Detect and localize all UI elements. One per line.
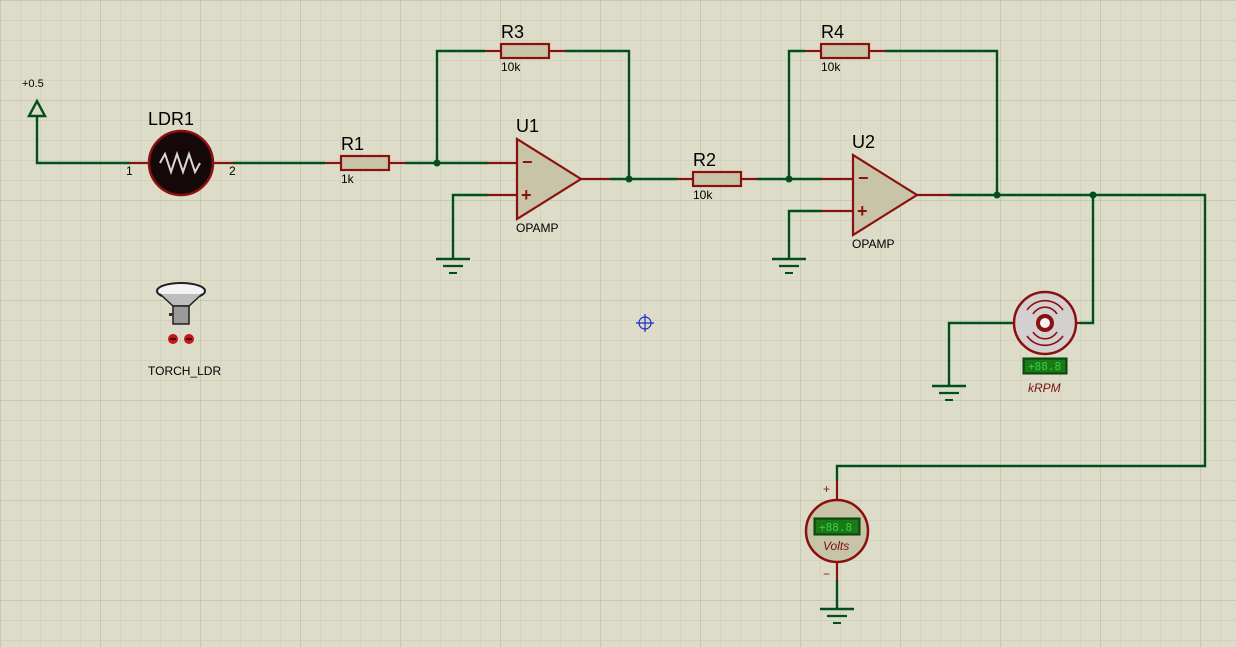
ldr-component[interactable]: LDR1 1 2 — [126, 109, 236, 197]
ground-u2[interactable] — [772, 257, 806, 274]
ground-voltmeter[interactable] — [820, 607, 854, 624]
resistor-r2[interactable]: R2 10k — [677, 150, 757, 202]
power-terminal[interactable]: +0.5 — [22, 78, 47, 118]
r4-value-label: 10k — [821, 60, 841, 74]
opamp-u1[interactable]: − + U1 OPAMP — [488, 116, 610, 235]
motor-display-value: +88.8 — [1028, 360, 1061, 373]
r4-body — [819, 42, 871, 60]
torch-label: TORCH_LDR — [148, 364, 221, 378]
resistor-r3[interactable]: R3 10k — [485, 22, 565, 74]
voltmeter-display-value: +88.8 — [819, 521, 852, 534]
wires — [35, 49, 1207, 608]
wire-r3-right[interactable] — [565, 49, 631, 179]
voltmeter-unit-label: Volts — [823, 539, 849, 553]
u1-ref-label: U1 — [516, 116, 539, 136]
junction-dot — [625, 175, 633, 183]
wire-out-motor[interactable] — [1080, 195, 1095, 325]
wire-r4-right[interactable] — [885, 49, 999, 195]
u2-ref-label: U2 — [852, 132, 875, 152]
motor-component[interactable]: +88.8 kRPM — [1012, 290, 1080, 395]
u2-minus-sign: − — [858, 168, 869, 188]
wire-r3-left[interactable] — [435, 49, 485, 163]
wire-motor-ground[interactable] — [947, 321, 1012, 385]
power-arrow-icon — [27, 98, 47, 118]
u2-type-label: OPAMP — [852, 237, 894, 251]
r3-body — [499, 42, 551, 60]
wire-u2-ground[interactable] — [787, 209, 822, 258]
ldr-pin1-label: 1 — [126, 164, 133, 178]
u2-plus-sign: + — [857, 201, 868, 221]
torch-component[interactable]: TORCH_LDR — [148, 282, 221, 378]
u1-plus-sign: + — [521, 185, 532, 205]
junction-dot — [993, 191, 1001, 199]
torch-handle-icon — [172, 305, 190, 325]
r1-body — [339, 154, 391, 172]
u2-triangle-icon — [851, 153, 920, 237]
crosshair-icon — [636, 314, 654, 332]
resistor-r4[interactable]: R4 10k — [805, 22, 885, 74]
voltmeter-plus-label: + — [823, 482, 830, 496]
r3-ref-label: R3 — [501, 22, 524, 42]
power-terminal-label: +0.5 — [22, 78, 44, 90]
r4-ref-label: R4 — [821, 22, 844, 42]
u1-triangle-icon — [515, 137, 584, 221]
junction-dot — [785, 175, 793, 183]
r1-ref-label: R1 — [341, 134, 364, 154]
voltmeter-minus-label: − — [823, 567, 830, 581]
u1-type-label: OPAMP — [516, 221, 558, 235]
wire-output-bus[interactable] — [835, 193, 1207, 480]
r1-value-label: 1k — [341, 172, 355, 186]
voltmeter-component[interactable]: +88.8 Volts + − — [804, 480, 870, 581]
r2-body — [691, 170, 743, 188]
junction-dot — [433, 159, 441, 167]
opamp-u2[interactable]: − + U2 OPAMP — [822, 132, 950, 251]
ground-u1[interactable] — [436, 257, 470, 274]
ldr-pin2-label: 2 — [229, 164, 236, 178]
r2-value-label: 10k — [693, 188, 713, 202]
r2-ref-label: R2 — [693, 150, 716, 170]
resistor-r1[interactable]: R1 1k — [325, 134, 405, 186]
motor-unit-label: kRPM — [1028, 381, 1061, 395]
wire-r4-left[interactable] — [787, 49, 805, 179]
ldr-resistor-icon — [159, 150, 201, 176]
u1-minus-sign: − — [522, 152, 533, 172]
junction-dot — [1089, 191, 1097, 199]
r3-value-label: 10k — [501, 60, 521, 74]
ground-motor[interactable] — [932, 384, 966, 401]
wire-u1-ground[interactable] — [451, 193, 488, 258]
wire-source-ldr[interactable] — [35, 116, 130, 165]
ldr-ref-label: LDR1 — [148, 109, 194, 129]
